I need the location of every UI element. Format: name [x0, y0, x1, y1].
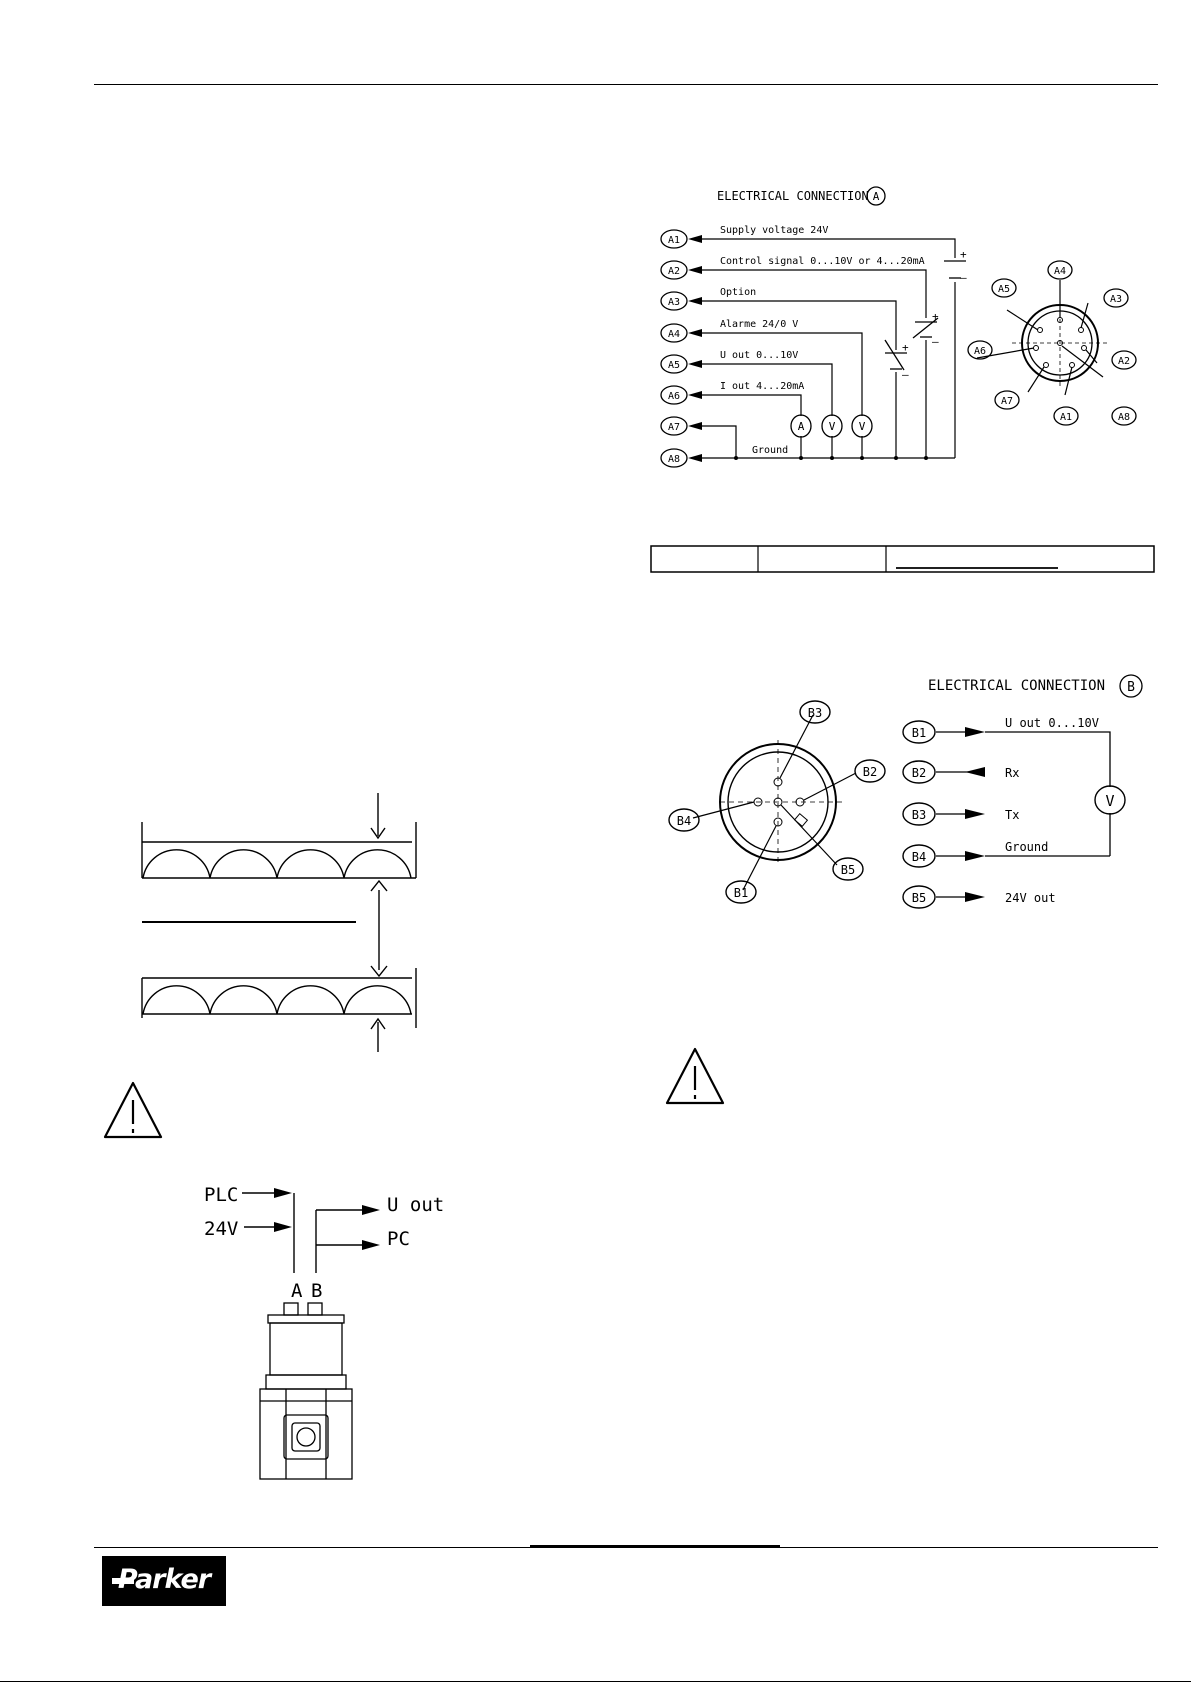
battery-3-plus: +: [902, 341, 909, 354]
connector-a-pin4: A4: [1054, 266, 1066, 277]
connector-a-pin7: A7: [1001, 396, 1013, 407]
connection-a-badge: A: [873, 190, 880, 203]
connector-a-pin1: A1: [1060, 412, 1072, 423]
signal-b5: 24V out: [1005, 891, 1056, 905]
battery-3-minus: –: [902, 368, 909, 381]
clearance-drawing: [141, 793, 417, 1052]
connector-a-pin8: A8: [1118, 412, 1130, 423]
pin-a2-label: A2: [668, 266, 680, 277]
connector-a-pin5: A5: [998, 284, 1010, 295]
connection-b-badge: B: [1127, 680, 1135, 695]
meter-volt-2-label: V: [859, 420, 866, 433]
bottom-edge-rule: [0, 1681, 1191, 1682]
parker-logo-bar: [112, 1578, 134, 1584]
pin-b3-label: B3: [912, 808, 926, 822]
label-24v: 24V: [204, 1218, 238, 1240]
meter-volt-1-label: V: [829, 420, 836, 433]
signal-ground-a: Ground: [752, 445, 788, 456]
battery-2-plus: +: [932, 310, 939, 323]
connector-b-pin5: B5: [841, 863, 855, 877]
connection-a-title: ELECTRICAL CONNECTION: [717, 189, 869, 203]
connector-a-pin2: A2: [1118, 356, 1130, 367]
connector-b-pin1: B1: [734, 886, 748, 900]
signal-b2: Rx: [1005, 766, 1019, 780]
pin-a8-label: A8: [668, 454, 680, 465]
pin-a5-label: A5: [668, 360, 680, 371]
connector-b-pin2: B2: [863, 765, 877, 779]
footer-rule-accent: [530, 1545, 780, 1548]
label-port-b: B: [311, 1280, 322, 1302]
signal-a3: Option: [720, 287, 756, 298]
pin-a7-label: A7: [668, 422, 680, 433]
signal-b3: Tx: [1005, 808, 1019, 822]
connector-b-pin4: B4: [677, 814, 691, 828]
signal-a2: Control signal 0...10V or 4...20mA: [720, 256, 925, 267]
warning-icon: [103, 1081, 163, 1139]
pin-a4-label: A4: [668, 329, 680, 340]
battery-1-minus: –: [960, 271, 967, 284]
pin-b4-label: B4: [912, 850, 926, 864]
pin-b2-label: B2: [912, 766, 926, 780]
signal-b1: U out 0...10V: [1005, 716, 1099, 730]
connection-b-title: ELECTRICAL CONNECTION: [928, 678, 1105, 694]
signal-a6: I out 4...20mA: [720, 381, 804, 392]
label-uout: U out: [387, 1194, 444, 1216]
signal-a4: Alarme 24/0 V: [720, 319, 798, 330]
meter-ampere-label: A: [798, 420, 805, 433]
label-pc: PC: [387, 1228, 410, 1250]
signal-b4: Ground: [1005, 840, 1048, 854]
meter-volt-b-label: V: [1105, 792, 1114, 810]
battery-2-minus: –: [932, 335, 939, 348]
connection-b-diagram: ELECTRICAL CONNECTION B B1 B2 B3 B4 B5: [668, 674, 1143, 909]
connector-a-pin6: A6: [974, 346, 986, 357]
connection-a-diagram: ELECTRICAL CONNECTION A A1 A2 A3 A4 A5 A…: [660, 186, 1137, 468]
label-plc: PLC: [204, 1184, 238, 1206]
warning-icon: [665, 1047, 725, 1105]
pin-a1-label: A1: [668, 235, 680, 246]
signal-a1: Supply voltage 24V: [720, 225, 828, 236]
pin-b5-label: B5: [912, 891, 926, 905]
connection-a-table: [650, 545, 1155, 573]
connector-a-pin3: A3: [1110, 294, 1122, 305]
pin-b1-label: B1: [912, 726, 926, 740]
label-port-a: A: [291, 1280, 303, 1302]
signal-a5: U out 0...10V: [720, 350, 798, 361]
pin-a3-label: A3: [668, 297, 680, 308]
battery-1-plus: +: [960, 248, 967, 261]
wiring-overview: PLC 24V U out PC A B: [204, 1184, 444, 1480]
connector-b-pin3: B3: [808, 706, 822, 720]
pin-a6-label: A6: [668, 391, 680, 402]
header-rule: [94, 84, 1158, 85]
